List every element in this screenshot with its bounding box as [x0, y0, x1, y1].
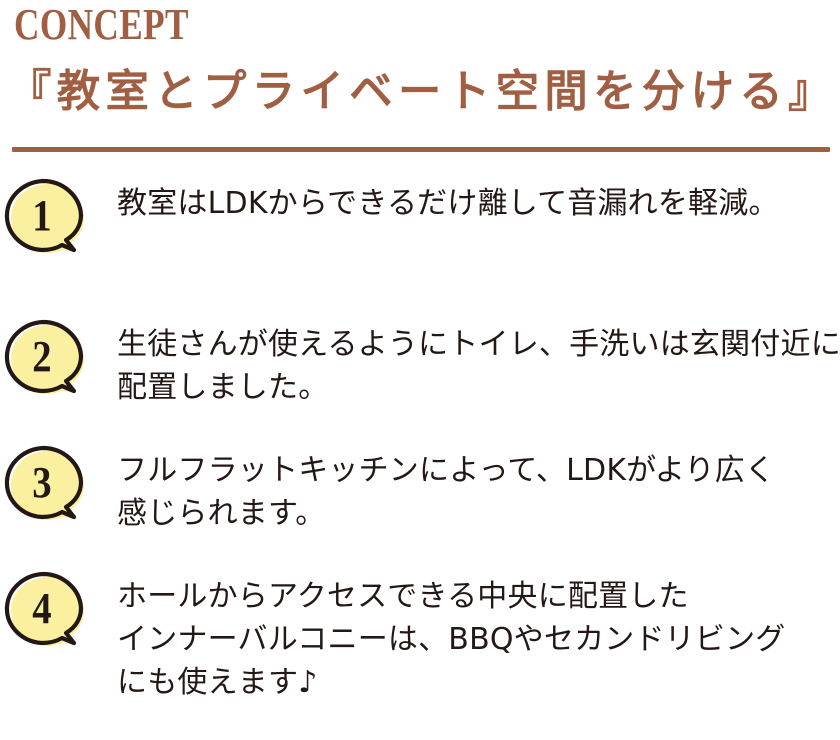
- badge-fill-shape: [11, 325, 84, 394]
- number-badge-1: 1: [4, 178, 88, 258]
- badge-outline-shape: [4, 178, 84, 253]
- badge-number-label: 4: [32, 583, 52, 633]
- item-line: 配置しました。: [117, 370, 329, 405]
- number-badge-2: 2: [4, 319, 88, 399]
- list-item: 3 フルフラットキッチンによって、LDKがより広く 感じられます。: [0, 445, 840, 535]
- item-body: フルフラットキッチンによって、LDKがより広く 感じられます。: [88, 445, 840, 535]
- badge-fill-shape: [11, 451, 84, 520]
- badge-number-label: 3: [32, 457, 52, 507]
- page-eyebrow: CONCEPT: [14, 0, 189, 49]
- item-line: フルフラットキッチンによって、LDKがより広く: [117, 453, 776, 488]
- page-title: 『教室とプライベート空間を分ける』: [8, 66, 837, 117]
- concept-list: 1 教室はLDKからできるだけ離して音漏れを軽減。 2 生徒さんが使えるようにト…: [0, 178, 840, 704]
- item-line: 教室はLDKからできるだけ離して音漏れを軽減。: [117, 186, 779, 221]
- number-badge-4: 4: [4, 571, 88, 651]
- badge-outline-shape: [4, 445, 84, 520]
- item-body: ホールからアクセスできる中央に配置した インナーバルコニーは、BBQやセカンドリ…: [88, 571, 840, 704]
- badge-outline-shape: [4, 571, 84, 646]
- list-item: 1 教室はLDKからできるだけ離して音漏れを軽減。: [0, 178, 840, 258]
- item-line: 感じられます。: [117, 496, 326, 531]
- badge-number-label: 2: [32, 331, 52, 381]
- item-body: 生徒さんが使えるようにトイレ、手洗いは玄関付近に 配置しました。: [88, 319, 840, 409]
- header-divider: [12, 147, 830, 152]
- badge-outline-shape: [4, 319, 84, 394]
- list-item: 4 ホールからアクセスできる中央に配置した インナーバルコニーは、BBQやセカン…: [0, 571, 840, 704]
- item-line: 生徒さんが使えるようにトイレ、手洗いは玄関付近に: [117, 327, 840, 362]
- item-body: 教室はLDKからできるだけ離して音漏れを軽減。: [88, 178, 840, 225]
- badge-number-label: 1: [32, 190, 52, 240]
- list-item: 2 生徒さんが使えるようにトイレ、手洗いは玄関付近に 配置しました。: [0, 319, 840, 409]
- item-line: ホールからアクセスできる中央に配置した: [117, 579, 689, 614]
- number-badge-3: 3: [4, 445, 88, 525]
- item-line: にも使えます♪: [117, 665, 318, 700]
- item-line: インナーバルコニーは、BBQやセカンドリビング: [117, 622, 786, 657]
- badge-fill-shape: [11, 577, 84, 646]
- badge-fill-shape: [11, 184, 84, 253]
